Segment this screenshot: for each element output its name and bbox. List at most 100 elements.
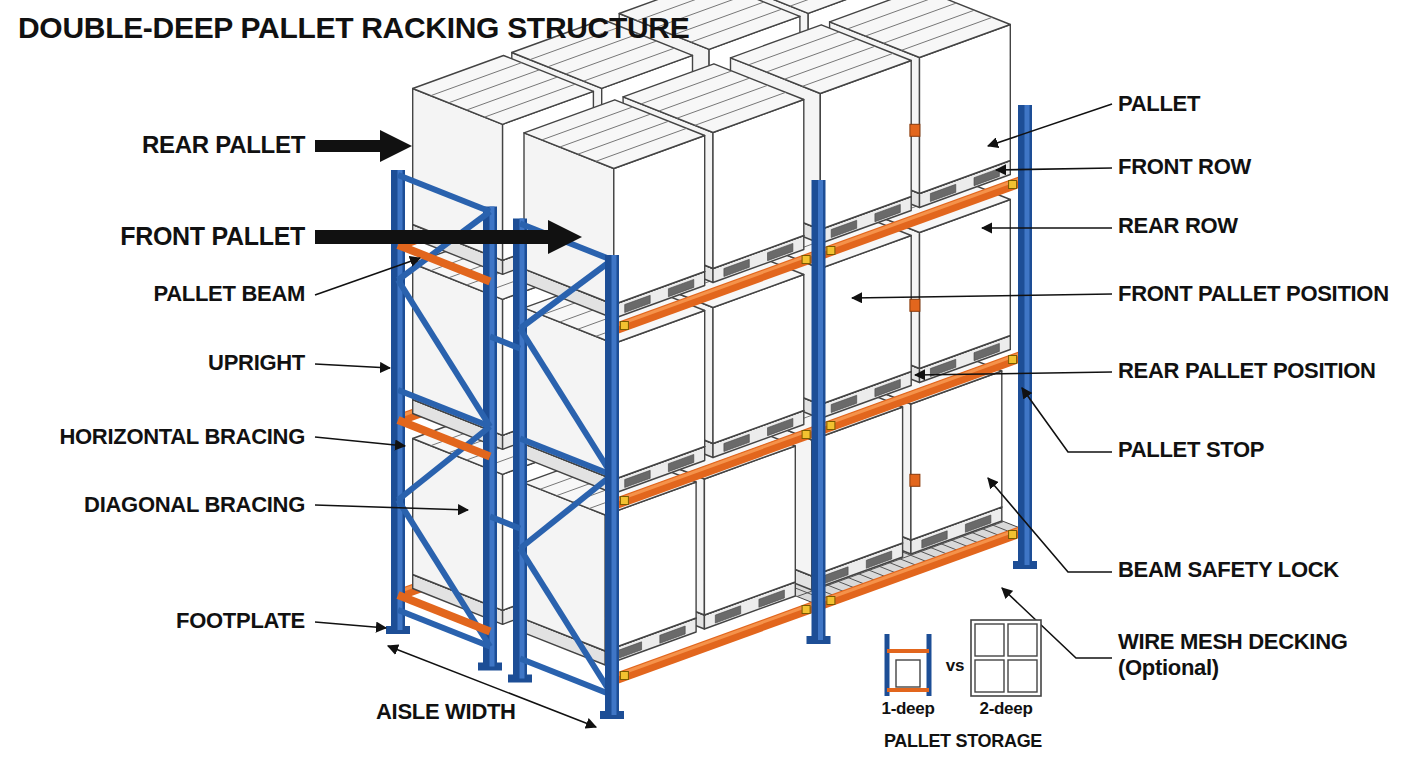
leader-line [988,478,1112,572]
load-slat [467,77,558,110]
pallet-stop [910,474,920,486]
part-label: WIRE MESH DECKING (Optional) [1118,629,1368,682]
part-label: HORIZONTAL BRACING [20,424,305,450]
mini-upright [927,634,932,696]
diagonal-bracing [520,475,612,549]
upright-face [612,255,617,715]
pallet-stop [910,299,920,311]
part-label: BEAM SAFETY LOCK [1118,557,1403,583]
beam-safety-lock [827,422,835,430]
mini-beam [887,688,929,692]
load-slat [866,3,957,36]
leader-line [915,372,1112,375]
beam-safety-lock [1009,181,1017,189]
dimension-label: AISLE WIDTH [376,699,596,725]
mini-pallet [896,660,920,687]
leader-line [315,505,468,510]
load-slat [695,92,786,125]
upright [1018,105,1032,565]
upright-face [1025,105,1030,565]
diagonal-bracing [398,212,490,281]
load-slat [766,39,857,72]
pallet-load [524,100,705,169]
leader-line [315,364,390,368]
inset-title: PALLET STORAGE [868,731,1058,753]
big-arrow [315,220,582,254]
part-label: FRONT PALLET POSITION [1118,281,1406,307]
pallet-beam [612,430,819,505]
upright [605,255,619,715]
beam-safety-lock [620,322,628,330]
load-slat [449,70,540,103]
leader-line [996,168,1112,170]
part-label: PALLET STOP [1118,437,1403,463]
side-beam [398,595,490,632]
load-slat [677,85,768,118]
rack-illustration [386,0,1037,719]
pallet-beam [819,180,1026,255]
load-slat [659,78,750,111]
beam-highlight [612,252,819,327]
diagonal-bracing [398,280,490,427]
pallet-beam [612,255,819,330]
storage-inset [887,620,1041,696]
load-slat [884,10,975,43]
pallet-load [413,56,594,125]
beam-safety-lock [620,672,628,680]
part-label: DIAGONAL BRACING [20,492,305,518]
load-slat [566,41,657,74]
beam-safety-lock [827,597,835,605]
upright [513,219,527,679]
row-spacer [490,337,520,349]
leader-line [852,294,1112,298]
upright [812,180,826,640]
diagram-title: DOUBLE-DEEP PALLET RACKING STRUCTURE [18,10,918,46]
mini-pallet [975,660,1004,692]
leader-line [982,227,1112,229]
load-slat [485,84,576,117]
load-slat [790,0,881,6]
side-beam [398,420,490,457]
pallet-stop [910,124,920,136]
part-label: FRONT ROW [1118,154,1403,180]
leader-line [1022,388,1112,452]
part-label: UPRIGHT [20,350,305,376]
beam-safety-lock [1009,531,1017,539]
beam-highlight [819,177,1026,252]
part-label: REAR ROW [1118,213,1403,239]
leader-line [315,437,405,446]
load-slat [584,48,675,81]
part-label: FOOTPLATE [20,608,305,634]
beam-safety-lock [802,256,810,264]
big-arrow [315,130,412,162]
leader-lines [315,104,1112,727]
part-label: PALLET BEAM [20,281,305,307]
mini-frame [971,620,1041,696]
load-slat [848,0,939,29]
callout-label: REAR PALLET [20,131,305,160]
beam-safety-lock [1009,356,1017,364]
row-spacer [490,517,520,529]
inset-caption: 2-deep [966,699,1046,719]
pallet-beam [819,355,1026,430]
load-slat [784,46,875,79]
callout-label: FRONT PALLET [20,221,305,251]
load-slat [578,121,669,154]
mini-beam [887,649,929,653]
beam-highlight [819,527,1026,602]
inset-caption: 1-deep [868,699,948,719]
mini-upright [885,634,890,696]
part-label: PALLET [1118,91,1403,117]
diagonal-bracing [398,500,490,647]
mini-pallet [1008,624,1037,656]
side-beam [398,245,490,282]
load-slat [431,63,522,96]
beam-highlight [612,427,819,502]
part-label: REAR PALLET POSITION [1118,358,1406,384]
beam-safety-lock [802,606,810,614]
diagonal-bracing [520,549,612,696]
upright-face [818,180,823,640]
beam-highlight [819,352,1026,427]
mini-pallet [975,624,1004,656]
leader-line [988,104,1112,146]
